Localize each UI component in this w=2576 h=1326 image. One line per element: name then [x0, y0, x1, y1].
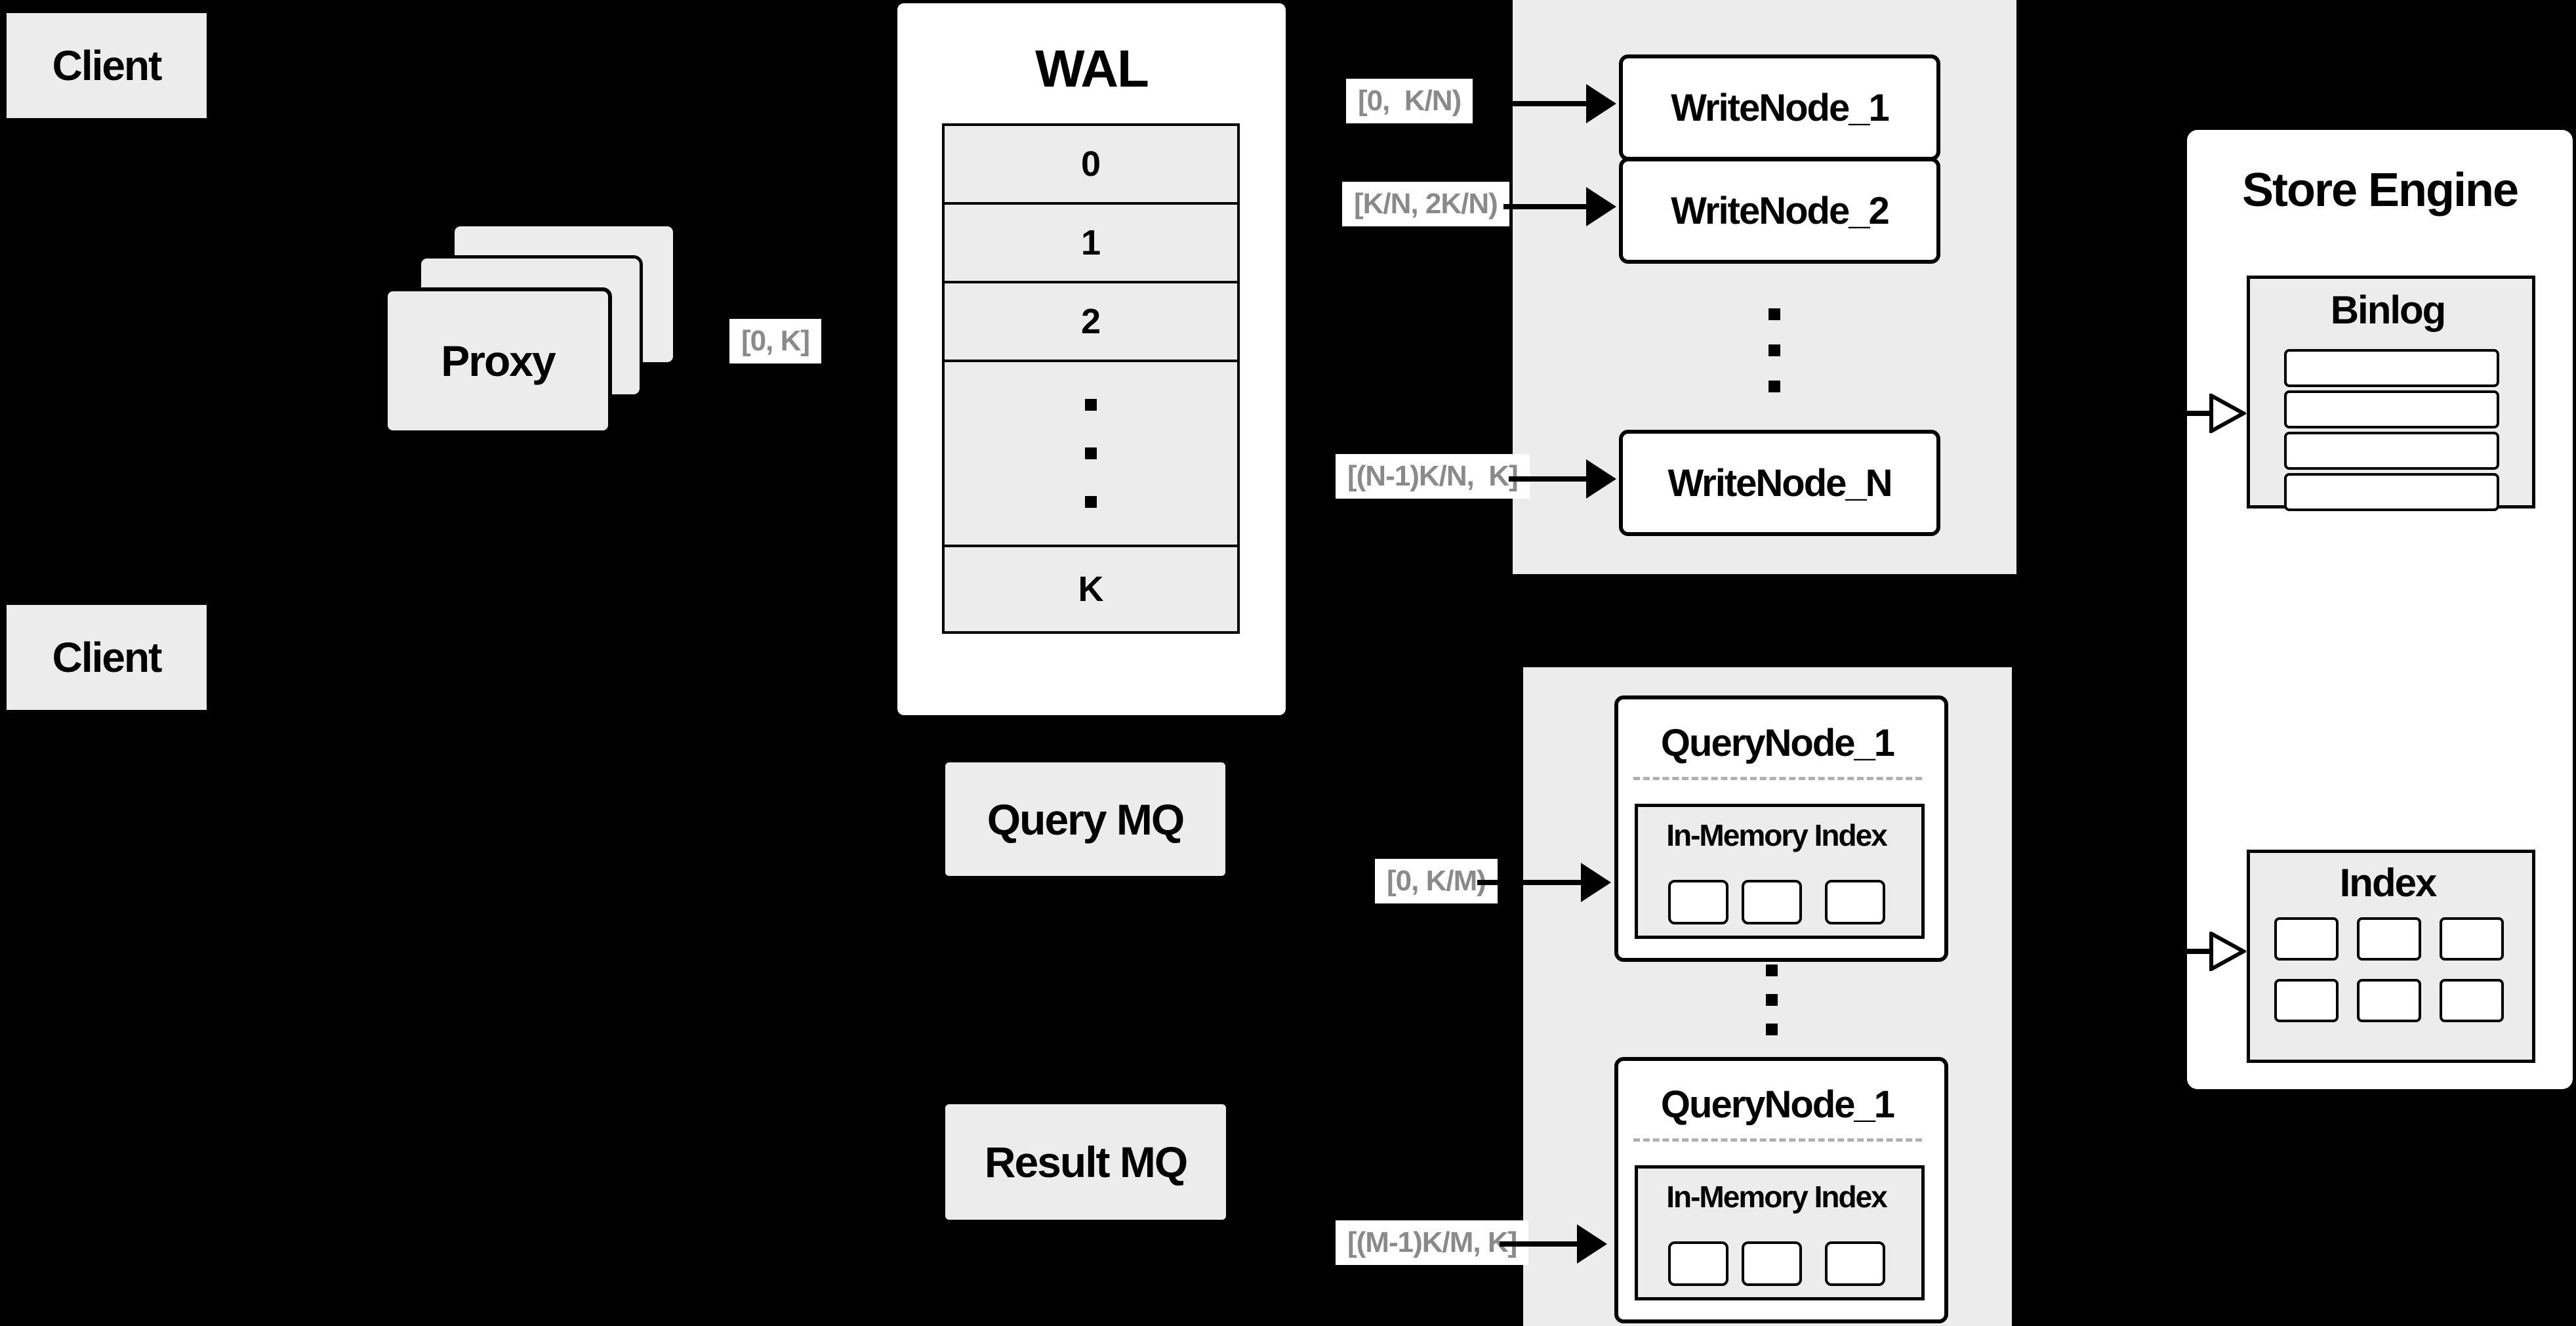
arrowhead-writenode-1-icon — [1586, 84, 1616, 123]
arrow-line-writenode-1 — [1476, 101, 1591, 106]
index-cell — [2274, 917, 2339, 961]
write-node-1-label: WriteNode_1 — [1671, 86, 1889, 129]
dashed-separator — [1633, 777, 1922, 780]
binlog-row — [2284, 473, 2499, 511]
client-box-bottom: Client — [7, 605, 207, 710]
in-memory-index-title-bottom: In-Memory Index — [1666, 1180, 1888, 1214]
wal-table: 0 1 2 K — [942, 123, 1240, 634]
ellipsis-dot — [1085, 447, 1097, 459]
memory-segment-cell — [1668, 880, 1728, 924]
ellipsis-dot — [1766, 964, 1778, 976]
index-cell — [2440, 979, 2504, 1022]
index-cell — [2357, 917, 2421, 961]
binlog-row — [2284, 390, 2499, 428]
range-label-proxy-wal: [0, K] — [729, 319, 821, 364]
wal-title: WAL — [1035, 39, 1149, 98]
store-engine-title: Store Engine — [2241, 164, 2519, 217]
in-memory-index-title-top: In-Memory Index — [1666, 818, 1888, 852]
index-cell — [2440, 917, 2504, 961]
binlog-row — [2284, 349, 2499, 387]
memory-segment-cell — [1825, 1241, 1885, 1286]
open-arrowhead-binlog-icon — [2209, 394, 2246, 433]
range-label-querynode-1: [0, K/M) — [1375, 859, 1498, 904]
client-bottom-label: Client — [52, 634, 163, 681]
query-node-top-title: QueryNode_1 — [1660, 721, 1895, 764]
proxy-label: Proxy — [441, 337, 556, 385]
memory-segment-cell — [1825, 880, 1885, 924]
ellipsis-dot — [1768, 344, 1780, 356]
ellipsis-dot — [1085, 496, 1097, 508]
range-label-writenode-1: [0, K/N) — [1346, 79, 1473, 124]
wal-row-2: 2 — [942, 281, 1240, 362]
ellipsis-dot — [1768, 381, 1780, 392]
index-cell — [2274, 979, 2339, 1022]
result-mq-box: Result MQ — [945, 1104, 1226, 1220]
ellipsis-dot — [1766, 994, 1778, 1006]
wal-row-k: K — [942, 545, 1240, 634]
ellipsis-dot — [1768, 308, 1780, 320]
range-label-writenode-2: [K/N, 2K/N) — [1342, 182, 1509, 227]
arrow-line-querynode-1 — [1477, 880, 1582, 885]
arrow-line-writenode-2 — [1503, 204, 1591, 209]
ellipsis-dot — [1085, 399, 1097, 411]
client-top-label: Client — [52, 42, 163, 89]
memory-segment-cell — [1742, 1241, 1802, 1286]
binlog-row — [2284, 432, 2499, 470]
query-mq-label: Query MQ — [987, 795, 1185, 844]
query-mq-box: Query MQ — [945, 762, 1225, 876]
memory-segment-cell — [1742, 880, 1802, 924]
arrow-line-writenode-n — [1509, 476, 1591, 482]
wal-row-1: 1 — [942, 202, 1240, 283]
query-node-bottom-title: QueryNode_1 — [1660, 1083, 1895, 1126]
binlog-title: Binlog — [2330, 287, 2447, 332]
open-arrowhead-index-icon — [2209, 932, 2246, 971]
arrow-line-index — [2129, 949, 2214, 954]
memory-segment-cell — [1668, 1241, 1728, 1286]
result-mq-label: Result MQ — [984, 1138, 1188, 1186]
arrowhead-querynode-1-icon — [1581, 863, 1611, 902]
wal-row-ellipsis — [942, 360, 1240, 547]
write-node-1: WriteNode_1 — [1619, 54, 1940, 161]
dashed-separator — [1633, 1138, 1922, 1142]
write-node-n-label: WriteNode_N — [1667, 461, 1892, 505]
index-cell — [2357, 979, 2421, 1022]
range-label-querynode-m: [(M-1)K/M, K] — [1336, 1220, 1529, 1266]
write-node-2-label: WriteNode_2 — [1671, 189, 1889, 232]
proxy-box: Proxy — [384, 287, 612, 434]
arrowhead-querynode-m-icon — [1577, 1224, 1607, 1264]
arrowhead-writenode-2-icon — [1586, 187, 1616, 226]
binlog-rows — [2284, 349, 2499, 514]
client-box-top: Client — [7, 13, 207, 118]
arrow-line-querynode-m — [1500, 1241, 1582, 1247]
wal-row-0: 0 — [942, 123, 1240, 205]
arrow-line-binlog — [2129, 411, 2214, 416]
range-label-writenode-n: [(N-1)K/N, K] — [1336, 454, 1530, 499]
write-node-n: WriteNode_N — [1619, 430, 1940, 536]
index-title: Index — [2339, 860, 2438, 905]
arrowhead-writenode-n-icon — [1586, 459, 1616, 499]
ellipsis-dot — [1766, 1024, 1778, 1035]
write-node-2: WriteNode_2 — [1619, 157, 1940, 264]
